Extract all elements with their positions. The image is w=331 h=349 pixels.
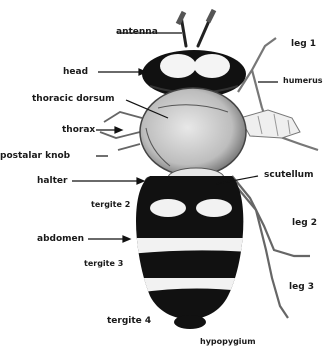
label-tergite-2: tergite 2: [91, 200, 130, 210]
label-hypopygium: hypopygium: [200, 337, 256, 347]
label-antenna: antenna: [116, 27, 158, 37]
label-head: head: [63, 67, 88, 77]
thorax-shape: [140, 88, 246, 176]
label-postalar-knob: postalar knob: [0, 151, 70, 161]
label-scutellum: scutellum: [264, 170, 313, 180]
antenna-tip-right: [208, 10, 214, 22]
wing-right-shape: [240, 110, 300, 138]
hypopygium-shape: [174, 315, 206, 329]
leg-2-shape: [232, 176, 310, 256]
label-tergite-4: tergite 4: [107, 316, 151, 326]
label-abdomen: abdomen: [37, 234, 84, 244]
abdomen-shape: [130, 176, 250, 319]
label-leg-3: leg 3: [289, 282, 314, 292]
label-tergite-3: tergite 3: [84, 259, 123, 269]
label-thoracic-dorsum: thoracic dorsum: [32, 94, 115, 104]
label-leg-2: leg 2: [292, 218, 317, 228]
label-thorax: thorax: [62, 125, 95, 135]
label-humerus: humerus: [283, 76, 323, 86]
label-halter: halter: [37, 176, 67, 186]
label-leg-1: leg 1: [291, 39, 316, 49]
